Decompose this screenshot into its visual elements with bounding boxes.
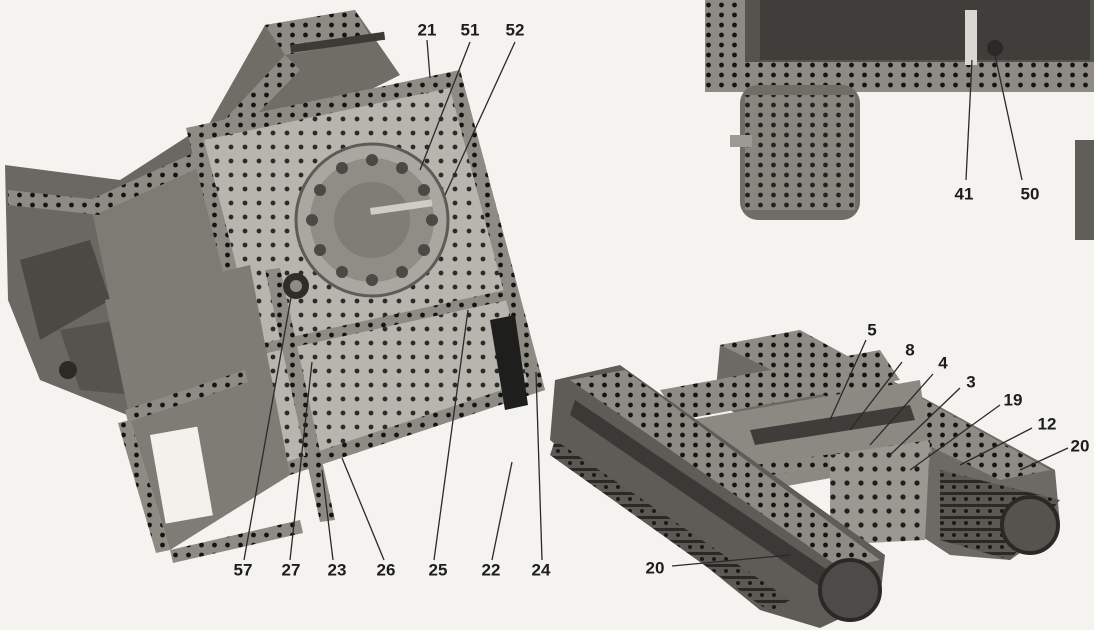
callout-20-lower: 20: [645, 558, 665, 578]
callout-12: 12: [1037, 414, 1057, 434]
callout-8: 8: [905, 340, 915, 360]
callout-21: 21: [417, 20, 437, 40]
callout-51: 51: [460, 20, 480, 40]
callout-22: 22: [481, 560, 501, 580]
callout-41: 41: [954, 184, 974, 204]
callout-27: 27: [281, 560, 301, 580]
callout-19: 19: [1003, 390, 1023, 410]
callout-4: 4: [938, 353, 948, 373]
callout-50: 50: [1020, 184, 1040, 204]
callout-52: 52: [505, 20, 525, 40]
callout-20-right: 20: [1070, 436, 1090, 456]
callout-3: 3: [966, 372, 976, 392]
callout-26: 26: [376, 560, 396, 580]
callout-57: 57: [233, 560, 253, 580]
callout-5: 5: [867, 320, 877, 340]
callout-25: 25: [428, 560, 448, 580]
top-right-assembly: [705, 0, 1094, 240]
callout-23: 23: [327, 560, 347, 580]
crawler-tracks: [550, 330, 1060, 628]
main-plate: [105, 70, 545, 563]
callout-24: 24: [531, 560, 551, 580]
leader-lines: [243, 39, 1069, 567]
